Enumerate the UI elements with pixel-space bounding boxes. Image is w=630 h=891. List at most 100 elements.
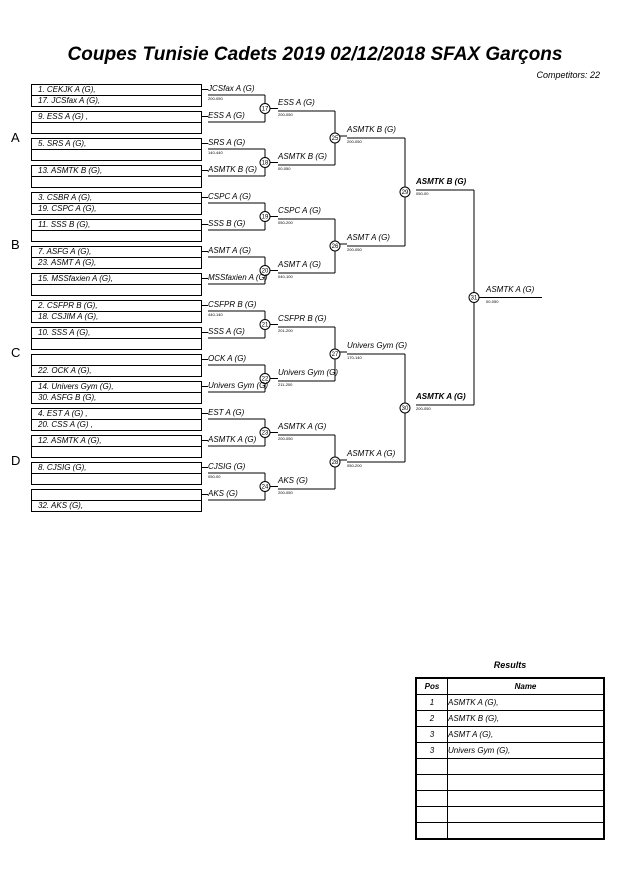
match-slot-bottom: SSS B (G) — [208, 219, 246, 228]
round1-winner: ASMT A (G) — [278, 260, 321, 269]
match-number: 30 — [399, 402, 411, 414]
champion-name: ASMTK A (G) — [486, 284, 535, 294]
round1-winner: ASMTK B (G) — [278, 152, 327, 161]
match-number: 20 — [259, 265, 271, 276]
match-slot-top: EST A (G) — [208, 408, 245, 417]
entry-slot — [31, 354, 202, 366]
entry-slot — [31, 122, 202, 134]
entry-slot — [31, 176, 202, 188]
entry-slot: 14. Univers Gym (G), — [31, 381, 202, 393]
result-pos — [415, 758, 448, 775]
round2-winner: ASMTK B (G) — [347, 125, 396, 134]
match-slot-top: CSPC A (G) — [208, 192, 251, 201]
match-circle-number: 25 — [332, 136, 339, 142]
match-circle-number: 23 — [262, 431, 269, 437]
round1-score: 00-050 — [278, 166, 291, 171]
results-row — [415, 774, 605, 791]
match-number: 18 — [259, 157, 271, 168]
match-slot-bottom: ASMTK B (G) — [208, 165, 257, 174]
round1-score: 200-050 — [278, 490, 293, 495]
entry-slot: 8. CJSIG (G), — [31, 462, 202, 474]
match-score-pre: 140-440 — [208, 150, 223, 155]
round2-winner: ASMT A (G) — [347, 233, 390, 242]
entry-slot — [31, 230, 202, 242]
entry-slot: 17. JCSfax A (G), — [31, 95, 202, 107]
entry-slot: 10. SSS A (G), — [31, 327, 202, 339]
match-number: 31 — [468, 292, 480, 303]
match-number: 28 — [329, 456, 341, 468]
match-slot-top: JCSfax A (G) — [208, 84, 255, 93]
entry-slot: 13. ASMTK B (G), — [31, 165, 202, 177]
match-number: 17 — [259, 103, 271, 114]
round2-score: 200-050 — [347, 247, 362, 252]
round1-winner: CSPC A (G) — [278, 206, 321, 215]
match-slot-top: CSFPR B (G) — [208, 300, 257, 309]
entry-slot: 11. SSS B (G), — [31, 219, 202, 231]
round1-winner: Univers Gym (G) — [278, 368, 338, 377]
entry-slot: 23. ASMT A (G), — [31, 257, 202, 269]
round2-score: 050-200 — [347, 463, 362, 468]
match-number: 21 — [259, 319, 271, 330]
match-number: 19 — [259, 211, 271, 222]
result-pos — [415, 806, 448, 823]
round1-score: 050-200 — [278, 220, 293, 225]
match-circle — [399, 186, 411, 198]
match-circle-number: 28 — [332, 460, 339, 466]
results-row — [415, 806, 605, 823]
round1-winner: ESS A (G) — [278, 98, 315, 107]
round3-score: 200-050 — [416, 406, 431, 411]
round1-winner: CSFPR B (G) — [278, 314, 327, 323]
round2-score: 200-050 — [347, 139, 362, 144]
round2-winner: ASMTK A (G) — [347, 449, 396, 458]
match-circle-number: 29 — [402, 190, 409, 196]
entry-slot: 18. CSJIM A (G), — [31, 311, 202, 323]
champion-score: 00-050 — [486, 298, 499, 304]
match-circle — [329, 240, 341, 252]
result-name: ASMTK A (G), — [447, 694, 605, 711]
round1-score: 200-050 — [278, 112, 293, 117]
results-row — [415, 822, 605, 840]
result-pos: 2 — [415, 710, 448, 727]
page-title: Coupes Tunisie Cadets 2019 02/12/2018 SF… — [67, 44, 563, 65]
match-number: 25 — [329, 132, 341, 144]
match-slot-bottom: SSS A (G) — [208, 327, 245, 336]
result-name: ASMT A (G), — [447, 726, 605, 743]
match-circle-number: 20 — [262, 269, 269, 275]
entry-slot — [31, 473, 202, 485]
competitors-count: Competitors: 22 — [536, 70, 600, 80]
round2-winner: Univers Gym (G) — [347, 341, 407, 350]
match-slot-bottom: ASMTK A (G) — [208, 435, 257, 444]
match-slot-top: OCK A (G) — [208, 354, 247, 363]
match-circle — [329, 132, 341, 144]
entry-slot: 12. ASMTK A (G), — [31, 435, 202, 447]
match-circle-number: 26 — [332, 244, 339, 250]
entry-slot: 2. CSFPR B (G), — [31, 300, 202, 312]
round1-score: 211-200 — [278, 382, 293, 387]
round1-score: 201-200 — [278, 328, 293, 333]
entry-slot: 9. ESS A (G) , — [31, 111, 202, 123]
entry-slot — [31, 149, 202, 161]
match-circle-number: 21 — [262, 323, 269, 329]
result-pos — [415, 822, 448, 840]
match-circle-number: 19 — [262, 215, 269, 221]
results-header-row: Pos Name — [415, 677, 605, 695]
match-circle — [399, 402, 411, 414]
result-name — [447, 774, 605, 791]
match-slot-top: ASMT A (G) — [208, 246, 251, 255]
entry-slot — [31, 489, 202, 501]
entry-slot: 1. CEKJK A (G), — [31, 84, 202, 96]
entry-slot: 5. SRS A (G), — [31, 138, 202, 150]
match-circle-number: 22 — [262, 377, 269, 383]
match-circle-number: 17 — [262, 107, 269, 113]
result-pos: 1 — [415, 694, 448, 711]
result-name: ASMTK B (G), — [447, 710, 605, 727]
round3-score: 050-00 — [416, 191, 429, 196]
results-row — [415, 758, 605, 775]
match-circle-number: 18 — [262, 161, 269, 167]
group-label: C — [11, 345, 21, 360]
match-slot-bottom: AKS (G) — [208, 489, 238, 498]
